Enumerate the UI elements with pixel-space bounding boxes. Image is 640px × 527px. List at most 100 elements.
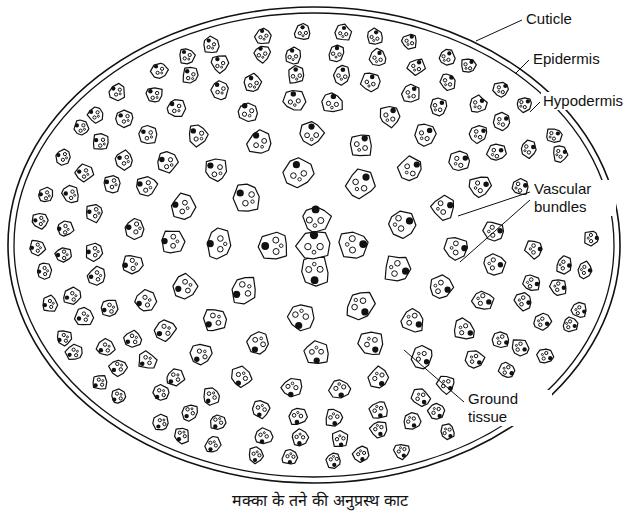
sclerenchyma-cap [504,116,508,120]
bundle-sheath [462,59,477,72]
sclerenchyma-cap [207,240,214,247]
sclerenchyma-cap [523,183,528,188]
protoxylem-vessel [219,172,222,175]
metaxylem-vessel [93,214,97,218]
sclerenchyma-cap [105,180,110,185]
bundle-sheath [56,149,70,165]
protoxylem-vessel [87,173,89,175]
vascular-bundle [401,309,423,333]
sclerenchyma-cap [260,29,264,33]
vascular-bundle [94,134,109,150]
bundle-sheath [282,450,298,465]
vascular-bundle [101,300,118,316]
sclerenchyma-cap [184,414,188,418]
metaxylem-vessel [373,376,377,380]
metaxylem-vessel [299,414,303,418]
sclerenchyma-cap [412,87,417,92]
vascular-bundle [352,446,369,462]
metaxylem-vessel [218,236,224,242]
vascular-bundle [57,221,74,236]
vascular-bundle [62,185,78,202]
protoxylem-vessel [192,78,194,80]
metaxylem-vessel [516,348,519,351]
vascular-bundle [146,88,162,102]
bundle-sheath [109,83,125,100]
metaxylem-vessel [338,53,341,56]
vascular-bundle [233,184,259,211]
vascular-bundle [112,389,126,403]
vascular-bundle [521,140,536,158]
protoxylem-vessel [170,164,173,167]
bundle-sheath [333,431,348,447]
metaxylem-vessel [218,165,223,170]
metaxylem-vessel [453,250,458,255]
protoxylem-vessel [177,374,179,376]
sclerenchyma-cap [126,340,131,345]
leader-line [458,192,530,216]
bundle-sheath [469,177,491,197]
bundle-sheath [286,47,301,64]
sclerenchyma-cap [288,392,293,397]
sclerenchyma-cap [99,348,103,352]
protoxylem-vessel [121,364,123,366]
protoxylem-vessel [339,435,341,437]
metaxylem-vessel [95,271,99,275]
protoxylem-vessel [161,72,163,74]
bundle-sheath [232,366,253,387]
protoxylem-vessel [474,187,477,190]
vascular-bundle [517,98,531,113]
sclerenchyma-cap [314,357,320,363]
metaxylem-vessel [162,324,166,328]
vascular-bundle [116,110,133,128]
protoxylem-vessel [200,137,203,140]
bundle-sheath [171,193,196,219]
metaxylem-vessel [291,75,295,79]
vascular-bundle [204,36,219,52]
vascular-bundle [109,83,125,100]
metaxylem-vessel [317,266,323,272]
vascular-bundle [493,82,509,97]
metaxylem-vessel [303,314,309,320]
metaxylem-vessel [460,331,464,335]
bundle-sheath [96,338,115,355]
sclerenchyma-cap [535,282,540,287]
protoxylem-vessel [575,309,577,311]
vascular-bundle [345,169,375,199]
protoxylem-vessel [345,243,349,247]
bundle-sheath [415,124,436,146]
sclerenchyma-cap [412,423,416,427]
protoxylem-vessel [450,247,453,250]
vascular-bundle [175,428,189,444]
bundle-sheath [404,413,421,430]
sclerenchyma-cap [424,359,429,364]
vascular-bundle [402,84,420,102]
sclerenchyma-cap [445,287,451,293]
vascular-bundle [465,351,485,368]
protoxylem-vessel [376,424,378,426]
metaxylem-vessel [298,74,302,78]
protoxylem-vessel [340,78,342,80]
metaxylem-vessel [407,320,412,325]
metaxylem-vessel [306,217,312,223]
sclerenchyma-cap [588,268,592,272]
metaxylem-vessel [248,84,252,88]
protoxylem-vessel [97,115,99,117]
metaxylem-vessel [442,55,445,58]
sclerenchyma-cap [417,60,421,64]
vascular-bundle [402,34,417,49]
sclerenchyma-cap [288,460,292,464]
metaxylem-vessel [40,216,43,219]
protoxylem-vessel [488,262,491,265]
protoxylem-vessel [358,149,361,152]
metaxylem-vessel [214,444,217,447]
metaxylem-vessel [122,162,126,166]
bundle-sheath [87,205,103,223]
metaxylem-vessel [262,139,267,144]
metaxylem-vessel [214,418,217,421]
protoxylem-vessel [407,315,410,318]
vascular-bundle [329,45,344,62]
sclerenchyma-cap [504,340,509,345]
bundle-sheath [183,67,198,83]
sclerenchyma-cap [503,84,507,88]
metaxylem-vessel [245,291,251,297]
